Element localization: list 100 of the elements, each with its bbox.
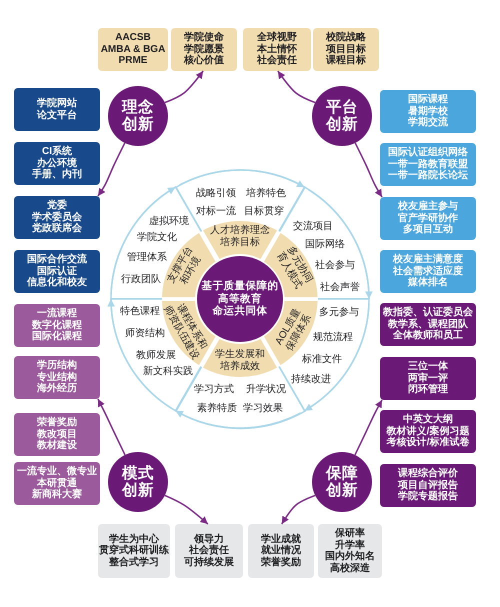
segment-label: 学生发展和培养成效: [214, 348, 265, 373]
item-label: 专业结构: [37, 372, 77, 383]
item-label: 全球视野: [257, 32, 297, 44]
core-label: 基于质量保障的高等教育命运共同体: [202, 280, 278, 318]
item-label: 可持续发展: [184, 556, 234, 568]
sector-label: 特色课程: [120, 306, 160, 318]
item-label: 学院使命: [184, 32, 224, 44]
item-label: 学业成就: [261, 534, 301, 545]
item-label: 课程目标: [326, 55, 366, 67]
item-label: 学期交流: [408, 117, 448, 129]
outcome-card: [175, 524, 243, 578]
item-label: 项目目标: [326, 44, 366, 55]
sector-label: 标准文件: [302, 354, 342, 366]
cycle-arrow: [179, 169, 305, 188]
principle-card: [313, 28, 379, 71]
item-label: 学生为中心: [109, 534, 159, 545]
outcome-card: [248, 524, 314, 578]
principle-card: [98, 28, 168, 71]
resource-card: [14, 88, 100, 131]
resource-card: [14, 196, 100, 239]
sector-label: 战略引领: [196, 188, 236, 200]
cycle-arrow: [308, 188, 373, 300]
item-label: 教指委、认证委员会: [383, 307, 473, 318]
cycle-arrow: [175, 410, 301, 429]
item-label: 两审一评: [408, 372, 448, 384]
segment-label: 人才培养理念: [210, 224, 270, 236]
platform-card: [380, 143, 476, 186]
cycle-arrow: [110, 186, 176, 295]
item-label: 本研贯通: [37, 478, 77, 489]
innovation-label: 保障创新: [326, 464, 358, 500]
item-label: 多项目互动: [403, 224, 453, 236]
innovation-label: 平台创新: [326, 98, 358, 134]
resource-card: [14, 356, 100, 399]
sector-label: 学习方式: [194, 384, 234, 396]
sector-label: 国际网络: [305, 238, 345, 251]
item-label: 学院网站: [37, 98, 77, 110]
curved-arrow: [164, 494, 208, 525]
item-label: 学院愿景: [184, 44, 224, 55]
curved-arrow: [354, 142, 383, 198]
curved-arrow: [97, 398, 126, 456]
sector-label: 规范流程: [313, 332, 353, 344]
item-label: 国际合作交流: [27, 254, 87, 266]
sector-label: 培养特色: [246, 188, 286, 200]
innovation-label: 模式创新: [122, 464, 154, 500]
item-label: 考核设计/标准试卷: [386, 437, 470, 449]
platform-card: [380, 90, 476, 133]
resource-card: [14, 142, 100, 185]
cycle-arrow: [304, 303, 370, 412]
item-label: 学术委员会: [32, 212, 82, 223]
platform-card: [380, 464, 476, 507]
resource-card: [14, 304, 100, 347]
segment-label: 培养目标: [220, 236, 260, 249]
item-label: 论文平台: [37, 110, 77, 121]
sector-label: 对标一流: [196, 206, 236, 218]
item-label: 保研率: [335, 528, 365, 539]
item-label: 党政联席会: [32, 223, 82, 235]
principle-card: [171, 28, 237, 71]
sector-label: 行政团队: [121, 274, 161, 286]
item-label: 一流课程: [37, 308, 77, 320]
innovation-circle: [312, 452, 372, 512]
item-label: 升学率: [335, 540, 365, 550]
item-label: 社会需求适应度: [393, 266, 463, 277]
sector-label: 社会参与: [315, 260, 355, 272]
sector-label: 多元参与: [319, 307, 359, 319]
item-label: 暑期学校: [408, 106, 448, 117]
sector-label: 升学状况: [246, 384, 286, 396]
innovation-label: 理念创新: [122, 98, 154, 134]
item-label: 党委: [47, 200, 67, 212]
item-label: 手册、内刊: [32, 169, 82, 181]
item-label: 中英文大纲: [403, 414, 453, 426]
principle-card: [243, 28, 311, 71]
innovation-circle: [108, 86, 168, 146]
sector-label: 管理体系: [127, 252, 167, 264]
curved-arrow: [164, 70, 204, 104]
sector-label: 交流项目: [293, 220, 333, 233]
sector-label: 新文科实践: [143, 366, 193, 378]
item-label: 媒体排名: [408, 277, 448, 289]
item-label: 一带一路教育联盟: [388, 158, 468, 170]
item-label: 校友雇主满意度: [393, 254, 463, 266]
item-label: 贯穿式科研训练: [99, 545, 169, 556]
curved-arrow: [354, 400, 383, 456]
item-label: 海外经历: [37, 383, 77, 395]
item-label: 信息化和校友: [27, 277, 87, 289]
item-label: 荣誉奖励: [37, 417, 77, 428]
item-label: 闭环管理: [408, 384, 448, 396]
sector-label: 虚拟环境: [149, 216, 189, 228]
item-label: 社会责任: [257, 55, 297, 67]
item-label: 学院专题报告: [398, 491, 458, 503]
item-label: 全体教师和员工: [393, 330, 463, 342]
resource-card: [14, 250, 100, 293]
item-label: 社会责任: [189, 545, 229, 556]
item-label: 教材讲义/案例习题: [386, 426, 470, 437]
cycle-arrow: [107, 298, 172, 410]
item-label: 校院战略: [326, 32, 366, 44]
resource-card: [14, 462, 100, 505]
item-label: 新商科大赛: [32, 489, 82, 501]
item-label: CI系统: [42, 146, 72, 158]
sector-label: 社会声誉: [320, 282, 360, 294]
item-label: 官产学研协作: [398, 212, 458, 224]
innovation-circle: [108, 452, 168, 512]
